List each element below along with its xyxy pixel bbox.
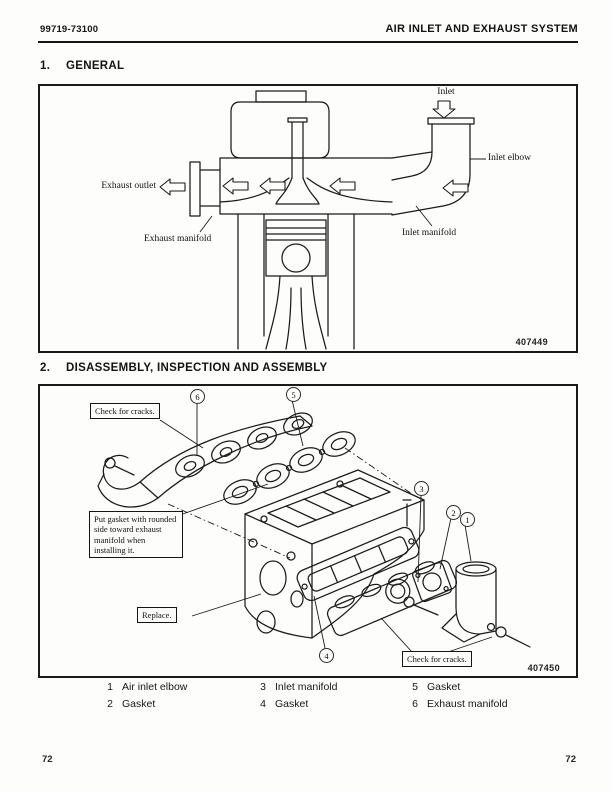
page-number-right: 72	[565, 754, 576, 765]
label-inlet-manifold: Inlet manifold	[402, 228, 457, 238]
balloon-5: 5	[286, 387, 301, 402]
figure2-number: 407450	[527, 663, 560, 673]
page-number-left: 72	[42, 754, 53, 765]
flow-arrow-icon	[259, 177, 286, 195]
legend-num: 5	[412, 681, 418, 693]
legend-label: Gasket	[122, 698, 156, 710]
legend-item-6: 6 Exhaust manifold	[408, 698, 508, 710]
inlet-arrow-icon	[432, 100, 456, 119]
legend-num: 2	[107, 698, 113, 710]
callout-replace: Replace.	[137, 607, 177, 624]
balloon-4: 4	[319, 648, 334, 663]
legend-num: 4	[260, 698, 266, 710]
balloon-3: 3	[414, 481, 429, 496]
legend-label: Gasket	[427, 681, 461, 693]
figure-disassembly: 6 5 3 2 1 4 Check for cracks. Put gasket…	[38, 384, 578, 678]
section-1-title: GENERAL	[66, 60, 125, 72]
doc-number: 99719-73100	[40, 24, 99, 35]
section-1-heading: 1. GENERAL	[40, 60, 124, 72]
flow-arrow-icon	[222, 177, 249, 195]
label-inlet-elbow: Inlet elbow	[488, 153, 532, 163]
section-2-number: 2.	[40, 362, 51, 374]
legend-num: 1	[107, 681, 113, 693]
balloon-1: 1	[460, 512, 475, 527]
figure1-number: 407449	[515, 337, 548, 347]
label-exhaust-outlet: Exhaust outlet	[101, 181, 156, 191]
figure-general: Inlet Inlet elbow Exhaust outlet Exhaust…	[38, 84, 578, 353]
flow-arrow-icon	[329, 177, 356, 195]
callout-check-cracks-top: Check for cracks.	[90, 403, 160, 420]
legend-item-1: 1 Air inlet elbow	[103, 681, 187, 693]
balloon-6: 6	[190, 389, 205, 404]
figure1-drawing	[159, 90, 486, 350]
label-inlet: Inlet	[437, 87, 455, 97]
legend-item-5: 5 Gasket	[408, 681, 460, 693]
label-exhaust-manifold: Exhaust manifold	[144, 234, 212, 244]
figure2-drawing	[97, 399, 531, 653]
callout-gasket-note: Put gasket with rounded side toward exha…	[89, 511, 183, 559]
page-title: AIR INLET AND EXHAUST SYSTEM	[385, 23, 578, 35]
section-2-title: DISASSEMBLY, INSPECTION AND ASSEMBLY	[66, 362, 328, 374]
flow-arrow-icon	[442, 179, 469, 197]
legend-label: Exhaust manifold	[427, 698, 508, 710]
legend-label: Gasket	[275, 698, 309, 710]
exhaust-arrow-icon	[159, 178, 186, 196]
section-1-number: 1.	[40, 60, 51, 72]
legend-label: Air inlet elbow	[122, 681, 188, 693]
balloon-2: 2	[446, 505, 461, 520]
legend-item-4: 4 Gasket	[256, 698, 308, 710]
section-2-heading: 2. DISASSEMBLY, INSPECTION AND ASSEMBLY	[40, 362, 328, 374]
legend-item-2: 2 Gasket	[103, 698, 155, 710]
header-rule	[38, 41, 578, 43]
legend-item-3: 3 Inlet manifold	[256, 681, 337, 693]
callout-check-cracks-bottom: Check for cracks.	[402, 651, 472, 668]
legend-num: 3	[260, 681, 266, 693]
legend-num: 6	[412, 698, 418, 710]
legend-label: Inlet manifold	[275, 681, 338, 693]
